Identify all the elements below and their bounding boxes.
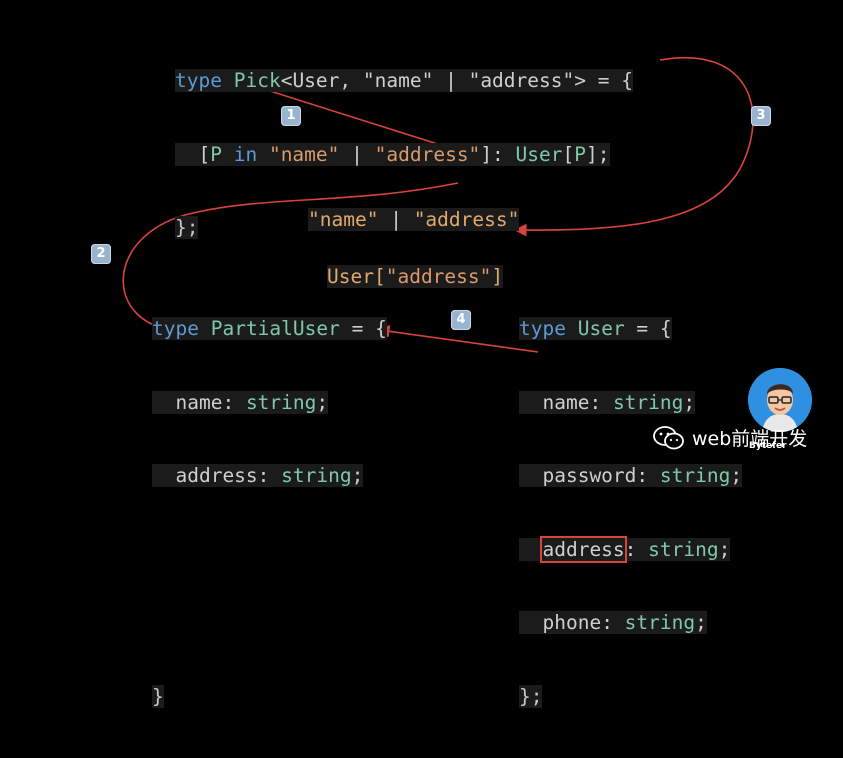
step-badge-1: 1	[281, 106, 301, 126]
user-type-3: string	[648, 537, 719, 561]
user-semi-3: ;	[718, 537, 731, 561]
pick-equals: = {	[586, 69, 633, 92]
index-user: User	[327, 265, 374, 288]
user-prop-address-highlighted: address	[540, 535, 627, 563]
user-type-name: User	[577, 317, 625, 340]
arrow-2	[122, 182, 459, 335]
pick-arg-user: User	[292, 69, 340, 92]
wechat-icon	[652, 425, 686, 451]
pick-generic-open: <	[280, 69, 293, 92]
user-colon-1: :	[589, 390, 613, 414]
partial-prop-name: name	[175, 390, 223, 414]
user-colon-3: :	[624, 537, 649, 561]
mapped-user-type: User	[515, 142, 563, 166]
partial-semi-1: ;	[316, 390, 329, 414]
diagram-canvas: type Pick<User, "name" | "address"> = { …	[91, 20, 812, 708]
user-keyword: type	[519, 317, 566, 340]
partial-type-name: PartialUser	[210, 317, 340, 340]
partial-colon-2: :	[257, 464, 282, 487]
pick-comma: ,	[339, 69, 363, 92]
index-close: ];	[586, 142, 610, 166]
user-colon-2: :	[636, 464, 660, 487]
mapped-param: P	[210, 142, 222, 166]
author-avatar	[748, 368, 812, 432]
mapped-name-literal: "name"	[268, 142, 340, 166]
union-address-literal: "address"	[413, 208, 520, 231]
user-type-4: string	[624, 611, 696, 634]
partial-closing-brace: }	[152, 684, 164, 708]
union-name-literal: "name"	[308, 208, 379, 231]
step-badge-3: 3	[751, 106, 771, 126]
user-prop-name: name	[542, 390, 590, 414]
watermark-subtext: Bytefer	[749, 441, 787, 451]
pick-arg-name: "name"	[362, 69, 434, 92]
pick-arg-address: "address"	[468, 69, 575, 92]
mapped-address-literal: "address"	[374, 142, 481, 166]
step-badge-4: 4	[451, 310, 471, 330]
user-prop-phone: phone	[542, 611, 602, 634]
user-type-1: string	[612, 390, 684, 414]
arrow-3	[513, 57, 754, 237]
user-colon-4: :	[601, 611, 625, 634]
pick-closing-brace: };	[175, 216, 199, 239]
union-label: "name" | "address"	[308, 159, 520, 282]
partial-type-2: string	[281, 464, 352, 487]
index-open: [	[562, 142, 575, 166]
mapped-open: [	[198, 142, 211, 166]
watermark-text: web前端开发	[692, 428, 808, 450]
mapped-in-keyword: in	[221, 142, 269, 166]
watermark: web前端开发	[652, 424, 807, 451]
pick-type-name: Pick	[233, 69, 281, 92]
partial-semi-2: ;	[351, 464, 364, 487]
index-access-label: User["address"]	[327, 216, 504, 339]
user-semi-1: ;	[683, 390, 696, 414]
avatar-icon	[748, 368, 812, 432]
user-type-2: string	[659, 464, 731, 487]
step-badge-2: 2	[91, 244, 111, 264]
pick-generic-close: >	[574, 69, 586, 92]
mapped-union-bar: |	[339, 142, 375, 166]
index-bracket-open: [	[373, 265, 386, 288]
partial-keyword: type	[152, 317, 199, 340]
partial-prop-address: address	[175, 464, 258, 487]
index-address-literal: "address"	[385, 265, 492, 288]
partial-user-code-block: type PartialUser = { name: string; addre…	[152, 268, 387, 758]
user-prop-password: password	[542, 464, 637, 487]
index-param: P	[574, 142, 587, 166]
partial-equals: = {	[339, 317, 387, 340]
arrow-4	[376, 324, 539, 353]
mapped-close: ]:	[480, 142, 516, 166]
pick-keyword: type	[175, 69, 222, 92]
user-code-block: type User = { name: string; password: st…	[519, 268, 743, 758]
pick-union-bar: |	[433, 69, 469, 92]
union-bar: |	[378, 208, 414, 231]
user-closing-brace: };	[519, 684, 543, 708]
index-bracket-close: ]	[491, 265, 504, 288]
partial-colon-1: :	[222, 390, 246, 414]
partial-type-1: string	[245, 390, 317, 414]
user-semi-4: ;	[695, 611, 707, 634]
user-equals: = {	[624, 317, 672, 340]
pick-code-block: type Pick<User, "name" | "address"> = { …	[175, 20, 633, 290]
user-semi-2: ;	[730, 464, 743, 487]
